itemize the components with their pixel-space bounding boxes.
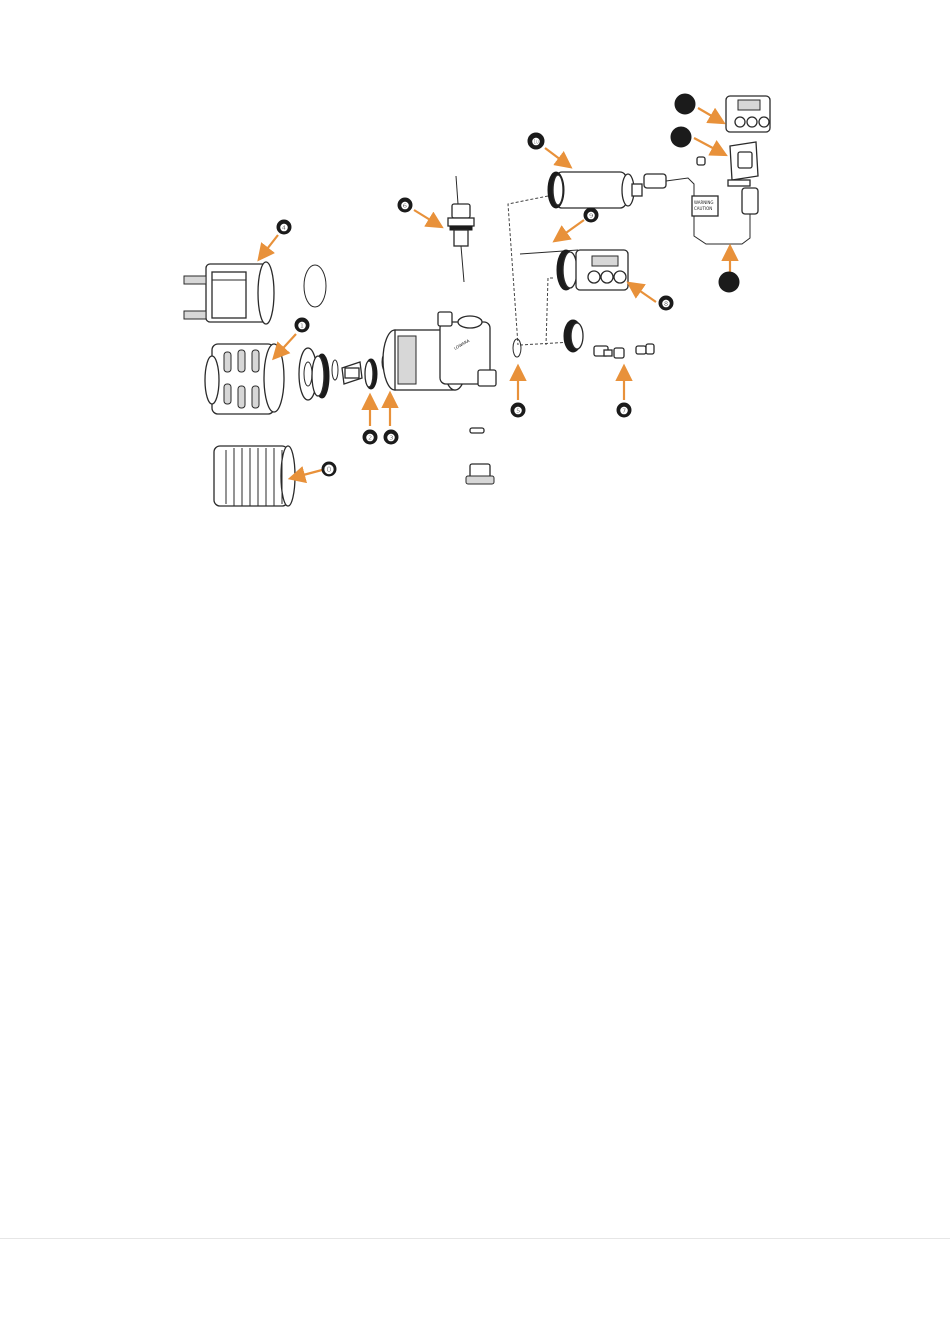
leader-arrows bbox=[260, 108, 730, 478]
callout-badge-1: ❶ bbox=[295, 318, 309, 332]
callout-badge-12 bbox=[671, 127, 691, 147]
part-motor-cylinder bbox=[548, 172, 642, 208]
part-o-ring-small bbox=[513, 339, 521, 357]
callout-label-4: ❹ bbox=[280, 223, 289, 234]
part-fittings bbox=[594, 344, 654, 358]
callout-badge-13 bbox=[719, 272, 739, 292]
callout-label-1: ❶ bbox=[298, 321, 307, 332]
part-end-cap-housing bbox=[184, 262, 274, 324]
callout-label-9: ❾ bbox=[587, 211, 596, 222]
callout-label-3: ❸ bbox=[387, 433, 396, 444]
arrow-12 bbox=[694, 138, 724, 154]
callout-badge-6: ❻ bbox=[398, 198, 412, 212]
arrow-0 bbox=[292, 470, 322, 478]
callout-badge-3: ❸ bbox=[384, 430, 398, 444]
arrow-10 bbox=[545, 148, 569, 166]
part-finned-jacket bbox=[214, 446, 295, 506]
part-seal-small bbox=[365, 359, 377, 389]
part-impeller-disc bbox=[299, 348, 338, 400]
callout-badge-8: ❽ bbox=[659, 296, 673, 310]
svg-text:CAUTION: CAUTION bbox=[694, 206, 712, 211]
callout-label-8: ❽ bbox=[662, 299, 671, 310]
arrow-8 bbox=[630, 284, 656, 302]
callout-badge-0: ⓿ bbox=[322, 462, 336, 476]
part-slotted-cylinder bbox=[205, 344, 284, 414]
arrow-6 bbox=[414, 210, 440, 226]
arrow-1 bbox=[275, 334, 296, 357]
callout-label-5: ❺ bbox=[514, 406, 523, 417]
callout-badge-11 bbox=[675, 94, 695, 114]
part-cap-nut bbox=[466, 464, 494, 484]
footer-rule bbox=[0, 1238, 950, 1239]
callout-label-2: ❷ bbox=[366, 433, 375, 444]
part-mounting-bracket bbox=[697, 142, 758, 186]
callout-label-7: ❼ bbox=[620, 406, 629, 417]
callout-badge-5: ❺ bbox=[511, 403, 525, 417]
arrow-4 bbox=[260, 235, 278, 258]
part-shaft bbox=[342, 362, 362, 384]
callout-label-0: ⓿ bbox=[324, 464, 334, 476]
svg-text:WARNING: WARNING bbox=[694, 200, 714, 205]
callout-badge-9: ❾ bbox=[584, 208, 598, 222]
part-pump-end-flange bbox=[564, 320, 583, 352]
part-cable-gland bbox=[448, 176, 474, 282]
part-small-plug bbox=[470, 428, 484, 433]
part-pump-body: LOWARA bbox=[383, 312, 496, 390]
arrow-11 bbox=[698, 108, 722, 122]
part-control-module bbox=[557, 250, 628, 290]
callout-label-10: ❿ bbox=[532, 137, 541, 148]
callout-badge-2: ❷ bbox=[363, 430, 377, 444]
part-o-ring-large bbox=[304, 265, 326, 307]
arrow-9 bbox=[556, 220, 584, 240]
callout-badge-4: ❹ bbox=[277, 220, 291, 234]
callout-label-6: ❻ bbox=[401, 201, 410, 212]
callout-badge-10: ❿ bbox=[528, 133, 544, 149]
part-control-panel bbox=[726, 96, 770, 132]
callout-badge-7: ❼ bbox=[617, 403, 631, 417]
